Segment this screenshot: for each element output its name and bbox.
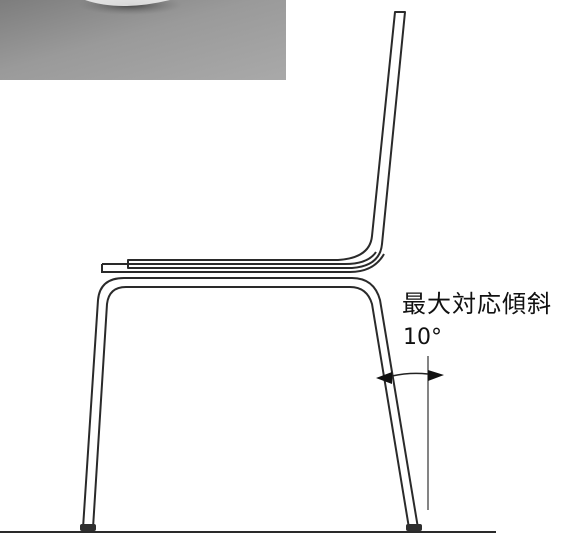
tilt-right-arrow-icon	[428, 370, 444, 381]
photo-fragment	[0, 0, 286, 80]
tilt-left-arrow-icon	[376, 372, 392, 384]
chair-seat-underside	[101, 253, 385, 273]
chair-frame-inner	[92, 286, 410, 529]
rear-foot	[406, 524, 422, 531]
angle-label: 10°	[403, 325, 442, 350]
front-foot	[80, 524, 96, 531]
chair-backrest	[127, 11, 406, 269]
tilt-label: 最大対応傾斜	[402, 290, 552, 318]
tilt-angle-arc	[391, 372, 429, 377]
chair-frame	[82, 277, 419, 529]
chair-seat	[102, 251, 377, 265]
